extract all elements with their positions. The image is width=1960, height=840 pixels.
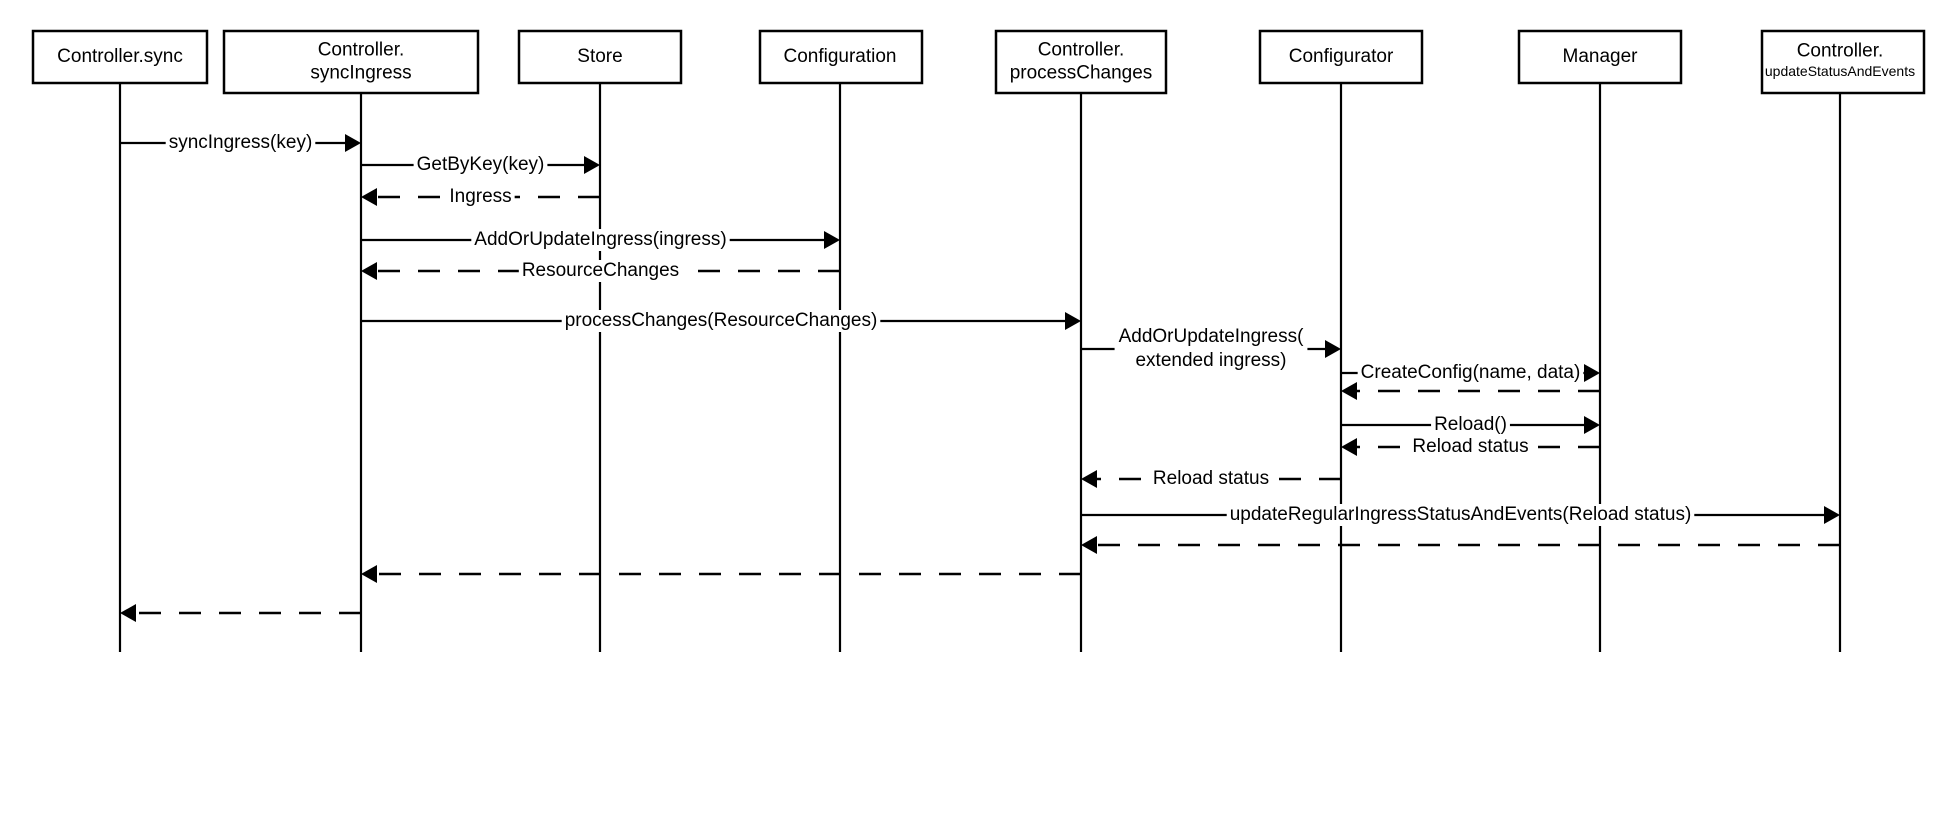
message-label-m6: processChanges(ResourceChanges) [565,310,878,331]
message-m6: processChanges(ResourceChanges) [361,310,1081,332]
message-m9 [1341,382,1600,400]
participant-box-configurator[interactable] [1258,29,1424,85]
participant-label-configurator: Configurator [1289,46,1394,67]
message-label-backdrop-m8 [1357,362,1584,384]
message-arrowhead-m9 [1341,382,1357,400]
message-arrowhead-m15 [361,565,377,583]
message-m8: CreateConfig(name, data) [1341,362,1600,384]
participant-label-configuration: Configuration [783,46,896,67]
participant-label-controller_updatestatus: Controller. [1797,41,1884,62]
message-label-backdrop-m11 [1409,436,1532,458]
message-label-m2: GetByKey(key) [417,154,545,175]
participant-label-controller_syncingress: Controller. [318,40,405,61]
message-label-m12: Reload status [1153,468,1269,489]
participant-box-controller_processchanges[interactable] [994,29,1168,95]
message-m5: ResourceChanges [361,260,840,282]
message-arrowhead-m14 [1081,536,1097,554]
message-m1: syncIngress(key) [120,132,361,154]
message-arrowhead-m11 [1341,438,1357,456]
message-m2: GetByKey(key) [361,154,600,176]
participant-controller_processchanges[interactable]: Controller.processChanges [994,29,1168,95]
participant-controller_updatestatus[interactable]: Controller.updateStatusAndEvents [1760,29,1926,95]
message-label-m5: ResourceChanges [522,260,679,281]
message-m4: AddOrUpdateIngress(ingress) [361,229,840,251]
participant-controller_sync[interactable]: Controller.sync [31,29,209,85]
message-m3: Ingress [361,186,600,208]
message-label-backdrop-m7 [1114,323,1308,375]
message-arrowhead-m13 [1824,506,1840,524]
message-arrowhead-m1 [345,134,361,152]
message-m13: updateRegularIngressStatusAndEvents(Relo… [1081,504,1840,526]
message-label-m13: updateRegularIngressStatusAndEvents(Relo… [1230,504,1692,525]
participant-manager[interactable]: Manager [1517,29,1683,85]
participant-box-controller_sync[interactable] [31,29,209,85]
message-label-backdrop-m13 [1226,504,1695,526]
message-label-m11: Reload status [1412,436,1528,457]
message-arrowhead-m3 [361,188,377,206]
message-m10: Reload() [1341,414,1600,436]
participant-label-controller_sync: Controller.sync [57,46,183,67]
message-arrowhead-m4 [824,231,840,249]
message-label-backdrop-m1 [165,132,316,154]
message-label-m1: syncIngress(key) [169,132,313,153]
message-label-m7: AddOrUpdateIngress( [1119,326,1304,347]
participant-label-store: Store [577,46,622,67]
lifelines-layer [118,83,1842,652]
message-m15 [361,565,1081,583]
message-m7: AddOrUpdateIngress( extended ingress) [1081,323,1341,375]
message-label-backdrop-m10 [1431,414,1510,436]
participant-box-manager[interactable] [1517,29,1683,85]
message-arrowhead-m5 [361,262,377,280]
message-label-backdrop-m3 [446,186,515,208]
participant-configurator[interactable]: Configurator [1258,29,1424,85]
participant-label-controller_processchanges: Controller. [1038,40,1125,61]
participant-box-configuration[interactable] [758,29,924,85]
participant-store[interactable]: Store [517,29,683,85]
message-m12: Reload status [1081,468,1341,490]
participant-label-controller_syncingress: syncIngress [310,63,411,84]
participant-label-manager: Manager [1563,46,1639,67]
participant-label-controller_processchanges: processChanges [1010,63,1153,84]
participant-configuration[interactable]: Configuration [758,29,924,85]
message-label-m4: AddOrUpdateIngress(ingress) [474,229,726,250]
message-arrowhead-m10 [1584,416,1600,434]
message-arrowhead-m6 [1065,312,1081,330]
message-arrowhead-m8 [1584,364,1600,382]
message-m14 [1081,536,1840,554]
message-label-m8: CreateConfig(name, data) [1361,362,1581,383]
message-label-m3: Ingress [449,186,511,207]
message-arrowhead-m7 [1325,340,1341,358]
message-label-m7: extended ingress) [1135,350,1286,371]
message-label-backdrop-m2 [413,154,548,176]
message-arrowhead-m2 [584,156,600,174]
participant-box-store[interactable] [517,29,683,85]
message-label-backdrop-m12 [1149,468,1273,490]
message-label-m10: Reload() [1434,414,1507,435]
participant-controller_syncingress[interactable]: Controller.syncIngress [222,29,480,95]
message-arrowhead-m16 [120,604,136,622]
participant-box-controller_updatestatus[interactable] [1760,29,1926,95]
message-m16 [120,604,361,622]
participant-label-controller_updatestatus: updateStatusAndEvents [1765,63,1915,79]
message-arrowhead-m12 [1081,470,1097,488]
message-label-backdrop-m4 [471,229,730,251]
message-label-backdrop-m6 [561,310,881,332]
message-label-backdrop-m5 [518,260,683,282]
participant-box-controller_syncingress[interactable] [222,29,480,95]
message-m11: Reload status [1341,436,1600,458]
messages-layer: syncIngress(key) GetByKey(key) IngressAddO… [120,132,1840,622]
